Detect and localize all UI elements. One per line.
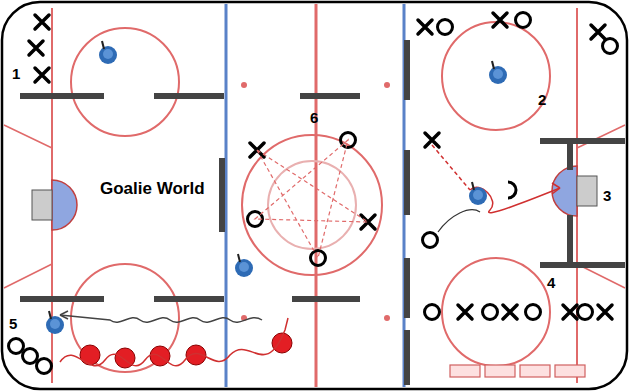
station-number: 3 (603, 188, 611, 203)
station-number: 2 (538, 92, 546, 107)
station-number: 6 (310, 110, 318, 125)
zone-label: Goalie World (100, 180, 205, 197)
station-number: 1 (12, 66, 20, 81)
station-number: 4 (547, 275, 555, 290)
station-number: 5 (9, 316, 17, 331)
